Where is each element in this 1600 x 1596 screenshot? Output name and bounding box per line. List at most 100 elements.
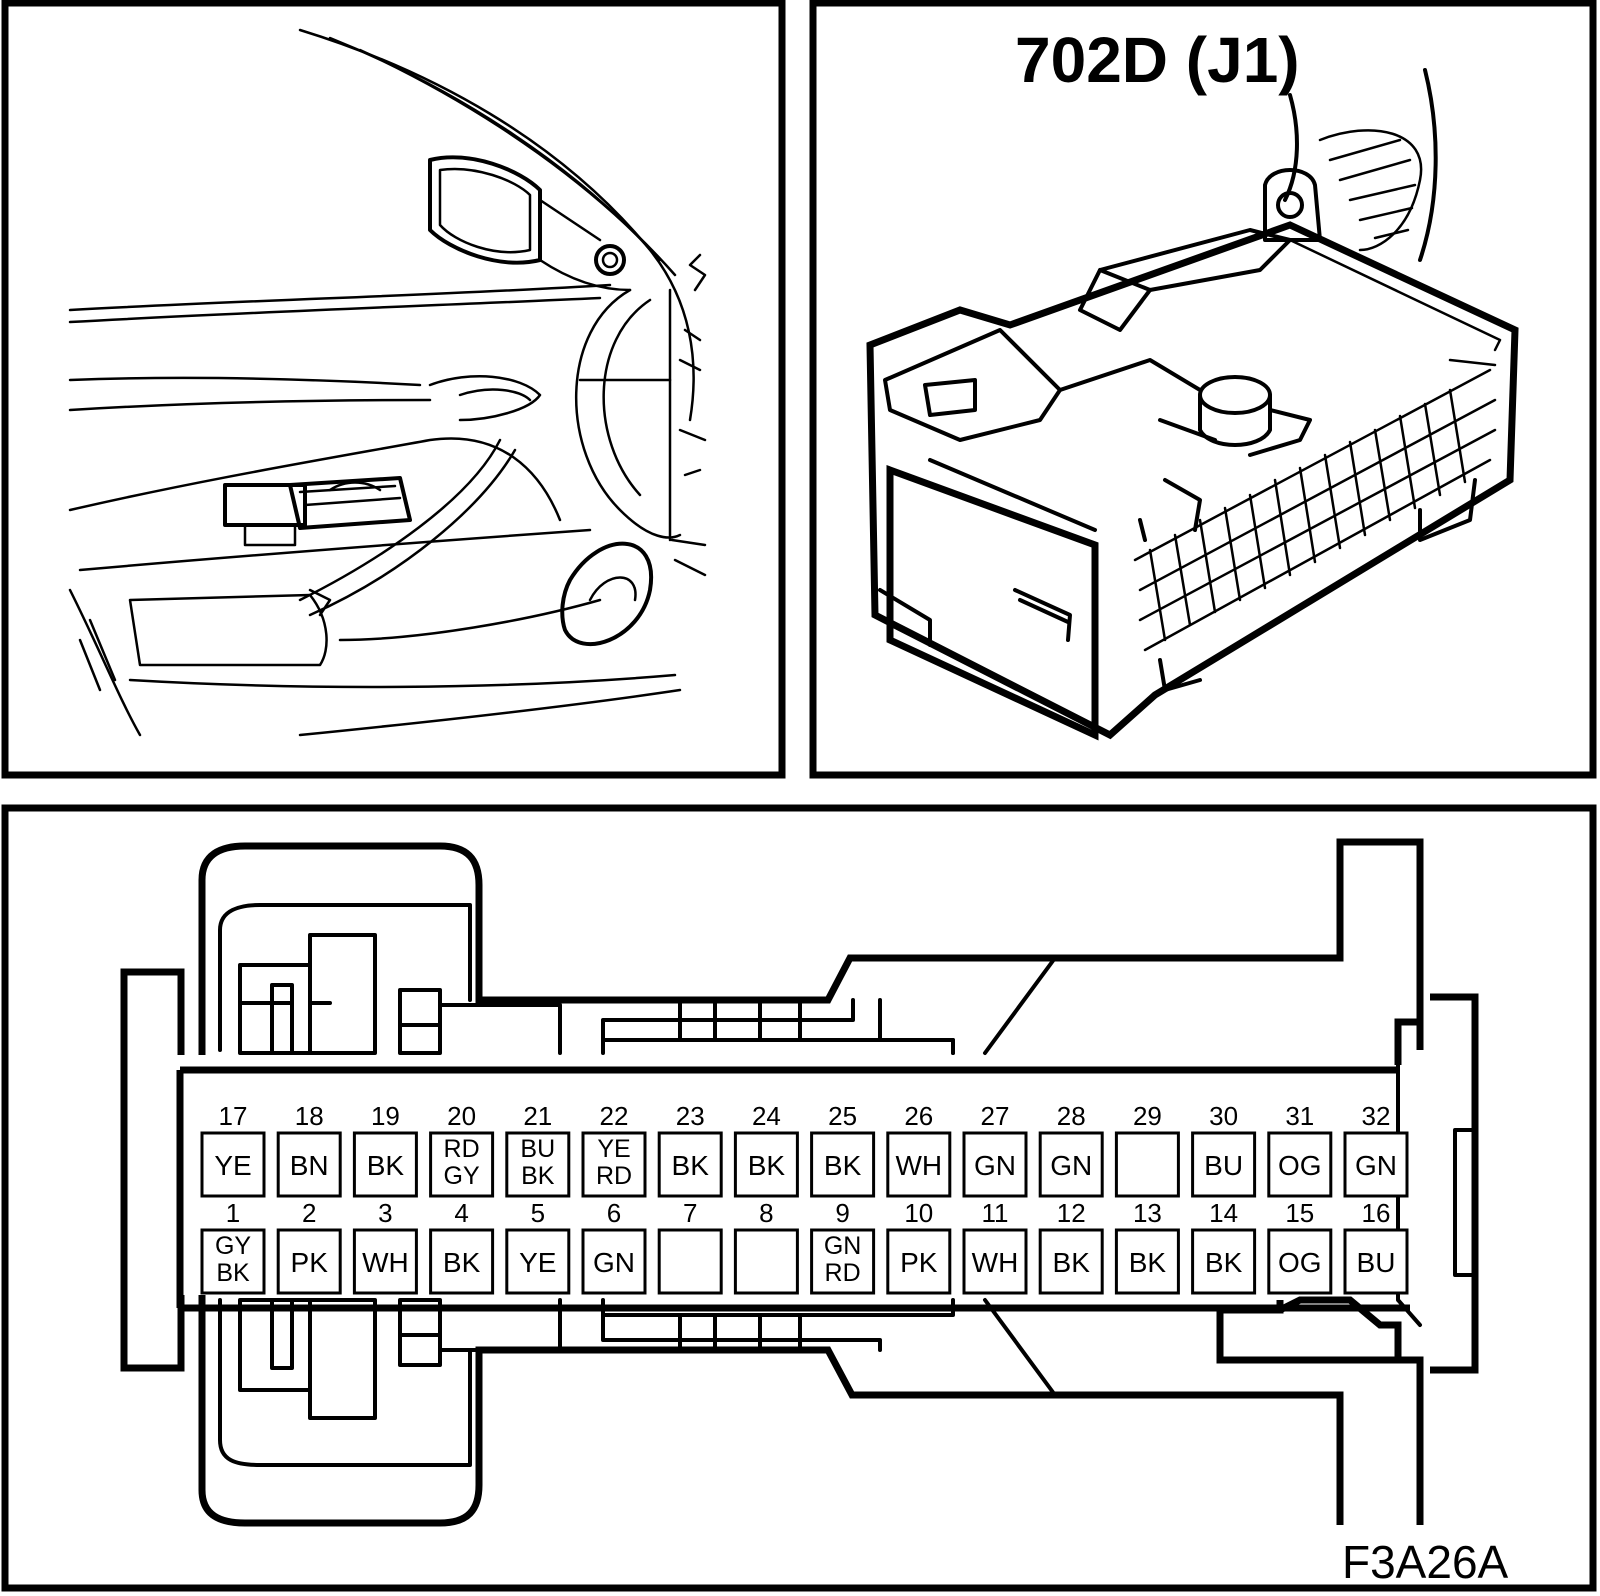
pin-cavity	[1114, 1131, 1180, 1198]
wire-color: GN	[1050, 1150, 1092, 1181]
wire-color: GN	[974, 1150, 1016, 1181]
pin-number: 13	[1133, 1198, 1162, 1228]
wire-color: BK	[1129, 1247, 1167, 1278]
pin-cavity	[1267, 1228, 1333, 1295]
wire-color: OG	[1278, 1247, 1322, 1278]
wire-color: BK	[672, 1150, 710, 1181]
pin-cavity	[1343, 1228, 1409, 1295]
pin-cavity	[733, 1131, 799, 1198]
pin-7: 7	[657, 1198, 723, 1295]
pin-5: 5YE	[505, 1198, 571, 1295]
wire-color: BK	[1053, 1247, 1091, 1278]
wire-color: BU	[1204, 1150, 1243, 1181]
pin-number: 21	[523, 1101, 552, 1131]
connector-label: 702D (J1)	[1015, 24, 1300, 96]
wire-color: YE	[214, 1150, 251, 1181]
pin-cavity	[505, 1131, 571, 1198]
connector-face-outline	[120, 838, 1479, 1527]
wire-color: YE	[519, 1247, 556, 1278]
pin-cavity	[581, 1131, 647, 1198]
pin-8: 8	[733, 1198, 799, 1295]
pin-cavity	[657, 1228, 723, 1295]
pin-3: 3WH	[352, 1198, 418, 1295]
pin-cavity	[1038, 1131, 1104, 1198]
wire-color: BU	[1357, 1247, 1396, 1278]
pin-cavity	[200, 1228, 266, 1295]
pin-number: 27	[981, 1101, 1010, 1131]
wire-color: BU	[520, 1135, 555, 1163]
pin-cavity	[429, 1131, 495, 1198]
pin-number: 25	[828, 1101, 857, 1131]
pin-number: 2	[302, 1198, 316, 1228]
wire-color: BK	[521, 1162, 555, 1190]
pin-cavity	[276, 1131, 342, 1198]
pin-number: 12	[1057, 1198, 1086, 1228]
wire-color: BK	[216, 1259, 250, 1287]
pin-cavity	[1191, 1228, 1257, 1295]
pin-number: 31	[1285, 1101, 1314, 1131]
wire-color: RD	[596, 1162, 632, 1190]
pin-number: 20	[447, 1101, 476, 1131]
pin-cavity	[1343, 1131, 1409, 1198]
pin-cavity	[200, 1131, 266, 1198]
pin-cavity	[962, 1131, 1028, 1198]
wire-color: BK	[748, 1150, 786, 1181]
pin-number: 6	[607, 1198, 621, 1228]
pin-cavity	[962, 1228, 1028, 1295]
pin-number: 19	[371, 1101, 400, 1131]
figure-id: F3A26A	[1342, 1536, 1509, 1588]
pin-cavity	[276, 1228, 342, 1295]
pin-cavity	[1038, 1228, 1104, 1295]
pin-number: 26	[904, 1101, 933, 1131]
pin-cavity	[581, 1228, 647, 1295]
pin-number: 8	[759, 1198, 773, 1228]
pin-number: 3	[378, 1198, 392, 1228]
wire-color: GN	[824, 1232, 862, 1260]
wire-color: BK	[824, 1150, 862, 1181]
pin-cavity	[352, 1228, 418, 1295]
wire-color: GN	[593, 1247, 635, 1278]
pin-cavity	[886, 1131, 952, 1198]
wire-color: GY	[215, 1232, 251, 1260]
pin-number: 29	[1133, 1101, 1162, 1131]
pin-number: 22	[600, 1101, 629, 1131]
wire-color: GN	[1355, 1150, 1397, 1181]
wire-color: RD	[444, 1135, 480, 1163]
pin-2: 2PK	[276, 1198, 342, 1295]
pin-number: 28	[1057, 1101, 1086, 1131]
wire-color: WH	[972, 1247, 1019, 1278]
wire-color: BN	[290, 1150, 329, 1181]
pin-number: 4	[454, 1198, 468, 1228]
pin-number: 17	[219, 1101, 248, 1131]
pin-cavity	[1267, 1131, 1333, 1198]
pin-number: 30	[1209, 1101, 1238, 1131]
pin-cavity	[1114, 1228, 1180, 1295]
connector-3d-illustration	[866, 68, 1519, 741]
pin-cavity	[733, 1228, 799, 1295]
pin-number: 1	[226, 1198, 240, 1228]
pin-cavity	[429, 1228, 495, 1295]
pin-number: 11	[982, 1198, 1009, 1228]
